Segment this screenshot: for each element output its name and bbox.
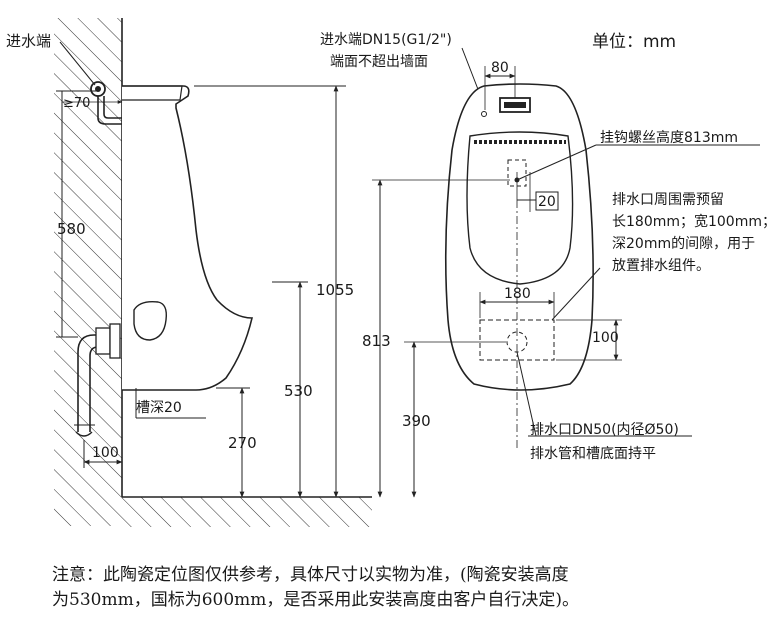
note-line1: 注意：此陶瓷定位图仅供参考，具体尺寸以实物为准，(陶瓷安装高度 — [52, 565, 569, 585]
wall-hatch — [54, 18, 122, 526]
outlet-opening — [133, 300, 168, 341]
floor-hatch — [122, 497, 372, 527]
dim-530: 530 — [284, 382, 313, 400]
dim-20: 20 — [538, 194, 556, 210]
gap-note-line3: 深20mm的间隙，用于 — [612, 236, 755, 252]
dim-180: 180 — [504, 286, 531, 302]
dim-390: 390 — [402, 412, 431, 430]
gap-note-line4: 放置排水组件。 — [612, 258, 710, 274]
dim-70: ≥70 — [63, 96, 90, 111]
dim-100-side: 100 — [92, 445, 119, 461]
urinal-bowl — [466, 131, 574, 285]
dim-100-front: 100 — [592, 330, 619, 346]
dim-580: 580 — [57, 220, 86, 238]
dim-270: 270 — [228, 434, 257, 452]
outlet-line2: 排水管和槽底面持平 — [530, 446, 656, 462]
top-bracket — [122, 85, 183, 101]
trough-depth: 槽深20 — [136, 400, 182, 416]
inlet-label: 进水端 — [6, 32, 51, 50]
drain-gap-box — [479, 319, 555, 361]
gap-note-line2: 长180mm；宽100mm； — [612, 213, 772, 230]
unit-label: 单位：mm — [592, 32, 676, 52]
drain-pipe — [77, 334, 118, 432]
hook-label: 挂钩螺丝高度813mm — [600, 129, 738, 146]
gap-note-line1: 排水口周围需预留 — [612, 192, 724, 208]
inlet-spec-line2: 端面不超出墙面 — [330, 54, 428, 70]
urinal-side-profile — [122, 85, 254, 391]
note-line2: 为530mm，国标为600mm，是否采用此安装高度由客户自行决定)。 — [52, 590, 580, 610]
dim-813: 813 — [362, 332, 391, 350]
front-view: 单位：mm 进水端DN15(G1/2") 端面不超出墙面 80 挂钩螺丝高度81… — [320, 32, 772, 498]
dim-1055: 1055 — [316, 281, 354, 299]
footer-note: 注意：此陶瓷定位图仅供参考，具体尺寸以实物为准，(陶瓷安装高度 为530mm，国… — [52, 563, 752, 613]
inlet-pipe-bend — [97, 96, 122, 125]
inlet-spec-line1: 进水端DN15(G1/2") — [320, 32, 452, 48]
outlet-line1: 排水口DN50(内径Ø50) — [530, 422, 679, 438]
side-view: 进水端 ≥70 580 100 槽深20 1055 530 270 — [6, 18, 372, 527]
dim-80: 80 — [491, 60, 509, 76]
